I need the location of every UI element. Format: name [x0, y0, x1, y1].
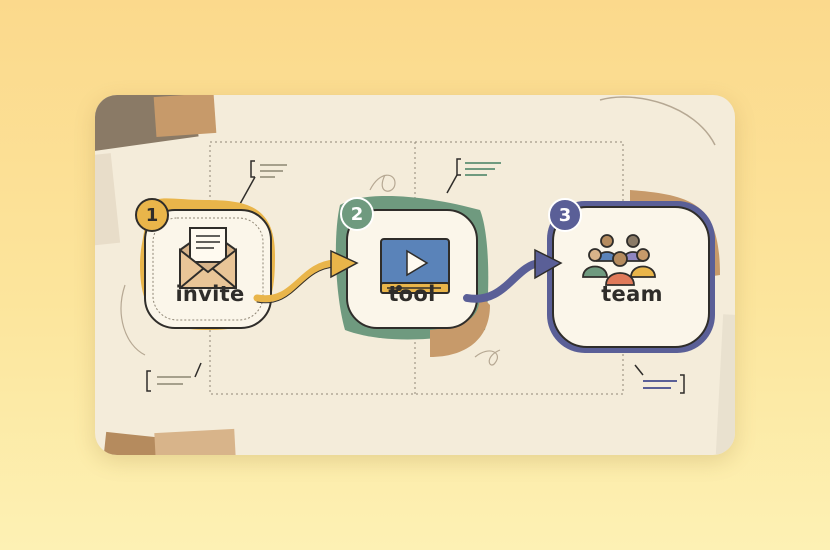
diagram-card: 1 2 3 invite tool team: [95, 95, 735, 455]
note-bracket-4: [634, 364, 685, 394]
squiggle-line: [120, 284, 146, 356]
step-3-node: team: [567, 270, 697, 310]
squiggle-line: [369, 174, 396, 192]
step-2-label: tool: [388, 282, 436, 306]
dotted-frame: [209, 141, 624, 395]
note-bracket-2: [446, 158, 501, 194]
photo-scrap-bottom-left: [102, 428, 237, 455]
arrow-1-to-2: [253, 249, 359, 304]
step-2-badge: 2: [340, 197, 374, 231]
video-player-icon: [380, 238, 450, 294]
step-3-badge: 3: [548, 198, 582, 232]
squiggle-line: [474, 349, 501, 366]
step-1-label: invite: [175, 282, 245, 306]
squiggle-line: [599, 96, 716, 146]
note-bracket-3: [146, 362, 202, 392]
envelope-icon: [179, 227, 237, 289]
step-3-label: team: [601, 282, 663, 306]
photo-scrap-right: [715, 314, 735, 455]
step-1-badge: 1: [135, 198, 169, 232]
diagram-decorations: [95, 95, 735, 455]
step-2-node: tool: [347, 270, 477, 310]
team-people-icon: [582, 234, 656, 286]
arrow-2-to-3: [463, 248, 563, 303]
step-1-node: invite: [145, 270, 275, 310]
photo-scrap-top-left: [95, 95, 217, 247]
